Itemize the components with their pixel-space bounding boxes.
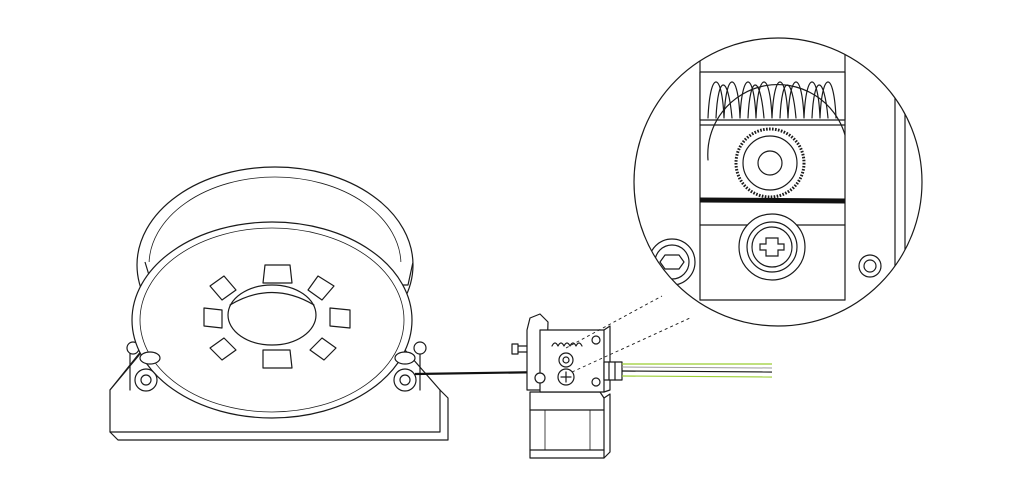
bowden-tube (621, 363, 773, 378)
filament-spool (131, 166, 416, 419)
stepper-motor (529, 391, 611, 459)
small-screw-icon (858, 254, 882, 278)
extruder (511, 313, 623, 393)
phillips-screw-icon (738, 213, 806, 281)
spring-icon (699, 71, 846, 121)
drive-gear-icon (734, 127, 806, 199)
zoom-inset (633, 37, 923, 327)
inset-filament (699, 197, 846, 204)
hex-socket-screw-icon (648, 238, 696, 286)
zoom-leader-lines (565, 295, 691, 373)
filament-strand (414, 370, 549, 376)
spool-hub-windows (203, 264, 351, 369)
